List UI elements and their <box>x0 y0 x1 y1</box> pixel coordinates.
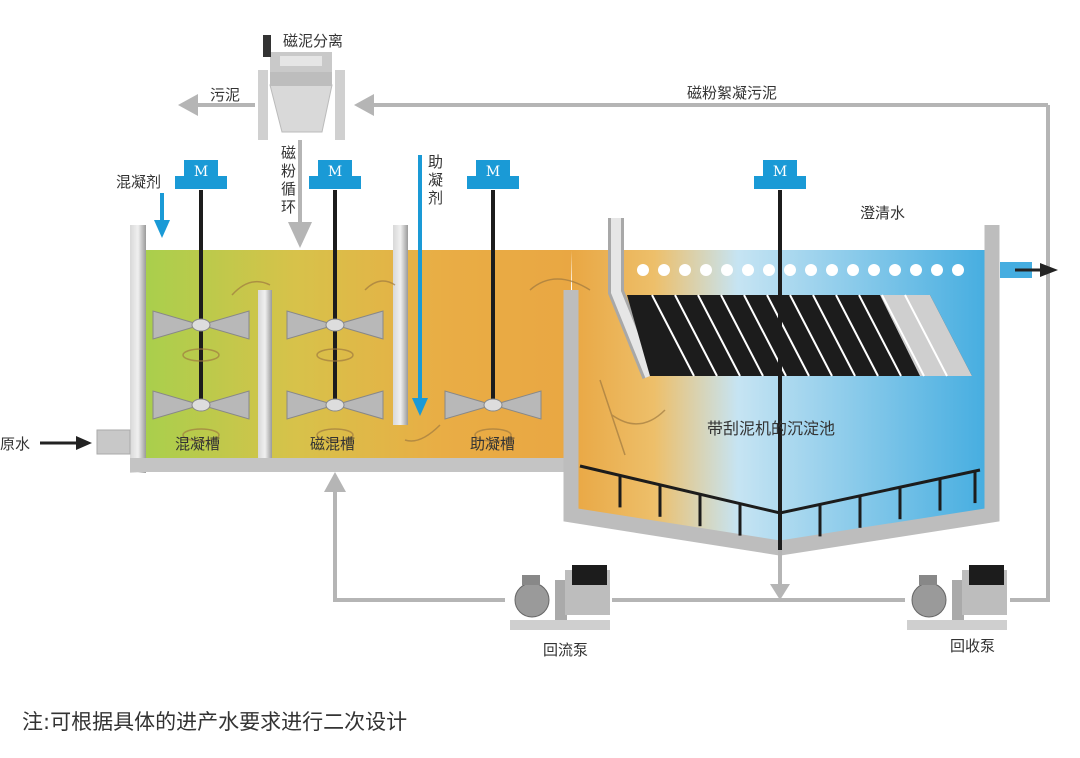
bubble <box>742 264 754 276</box>
bubble <box>952 264 964 276</box>
flow-arrows <box>231 278 666 456</box>
label-coagulant-aid-2: 凝 <box>428 171 443 189</box>
label-clear-water: 澄清水 <box>860 204 905 222</box>
plate-line <box>858 294 902 377</box>
plate-line <box>904 294 948 377</box>
motor-label: M <box>486 164 500 180</box>
footnote: 注:可根据具体的进产水要求进行二次设计 <box>22 710 408 734</box>
raw-water-arrow <box>76 436 92 450</box>
motor-label: M <box>773 164 787 180</box>
label-coagulant-aid-3: 剂 <box>428 189 443 207</box>
plate-line <box>651 294 695 377</box>
inlet-pipe <box>96 429 131 455</box>
bubble <box>826 264 838 276</box>
bubble <box>847 264 859 276</box>
label-recovery-pump: 回收泵 <box>950 637 995 655</box>
divider-wall-1 <box>258 290 272 458</box>
label-magnetic-separation: 磁泥分离 <box>283 32 343 50</box>
bubble <box>931 264 943 276</box>
label-magnetic-floc-sludge: 磁粉絮凝污泥 <box>687 84 777 102</box>
label-tank-magnetic-mix: 磁混槽 <box>310 435 355 453</box>
bubble <box>805 264 817 276</box>
return-pump[interactable] <box>510 565 610 630</box>
motor: M <box>309 160 361 405</box>
plate-line <box>812 294 856 377</box>
plate-line <box>789 294 833 377</box>
motor-label: M <box>194 164 208 180</box>
motor: M <box>175 160 227 405</box>
motor: M <box>467 160 519 405</box>
label-magnetic-powder-cycle-4: 环 <box>281 198 296 216</box>
plate-line <box>674 294 718 377</box>
impeller <box>444 390 542 442</box>
bubble <box>868 264 880 276</box>
label-settling-tank: 带刮泥机的沉淀池 <box>707 419 835 438</box>
bubble <box>721 264 733 276</box>
plate-line <box>881 294 925 377</box>
arrowhead <box>770 584 790 600</box>
bubble <box>658 264 670 276</box>
magnetic-separator <box>258 35 345 140</box>
bubble <box>637 264 649 276</box>
label-magnetic-powder-cycle-1: 磁 <box>281 144 296 162</box>
label-return-pump: 回流泵 <box>543 641 588 659</box>
label-coagulant: 混凝剂 <box>116 173 161 191</box>
motor: M <box>754 160 806 550</box>
clear-water-arrow <box>1040 263 1058 277</box>
impeller <box>152 310 250 362</box>
arrowhead <box>178 94 198 116</box>
tank-wall-left <box>130 225 146 473</box>
plate-line <box>766 294 810 377</box>
plate-line <box>697 294 741 377</box>
motor-label: M <box>328 164 342 180</box>
arrowhead <box>288 222 312 248</box>
arrowhead <box>354 94 374 116</box>
plate-line <box>835 294 879 377</box>
mixing-tanks-liquid <box>146 250 571 460</box>
bubble <box>910 264 922 276</box>
label-magnetic-powder-cycle-2: 粉 <box>281 162 296 180</box>
label-raw-water: 原水 <box>0 435 30 453</box>
label-sludge: 污泥 <box>210 86 240 104</box>
divider-wall-2 <box>393 225 408 425</box>
bubble <box>700 264 712 276</box>
impeller <box>286 310 384 362</box>
bubble <box>889 264 901 276</box>
plate-line <box>720 294 764 377</box>
bubble <box>784 264 796 276</box>
label-tank-coagulation: 混凝槽 <box>175 435 220 453</box>
recovery-pump[interactable] <box>907 565 1007 630</box>
impeller <box>152 390 250 442</box>
bubble <box>763 264 775 276</box>
bubble <box>679 264 691 276</box>
impeller <box>286 390 384 442</box>
label-magnetic-powder-cycle-3: 循 <box>281 180 296 198</box>
label-coagulant-aid-1: 助 <box>428 153 443 171</box>
return-lines <box>195 103 1050 602</box>
label-tank-coagulant-aid: 助凝槽 <box>470 435 515 453</box>
tank-floor <box>130 458 578 472</box>
arrowhead <box>324 472 346 492</box>
inclined-plate-settler <box>627 295 972 376</box>
